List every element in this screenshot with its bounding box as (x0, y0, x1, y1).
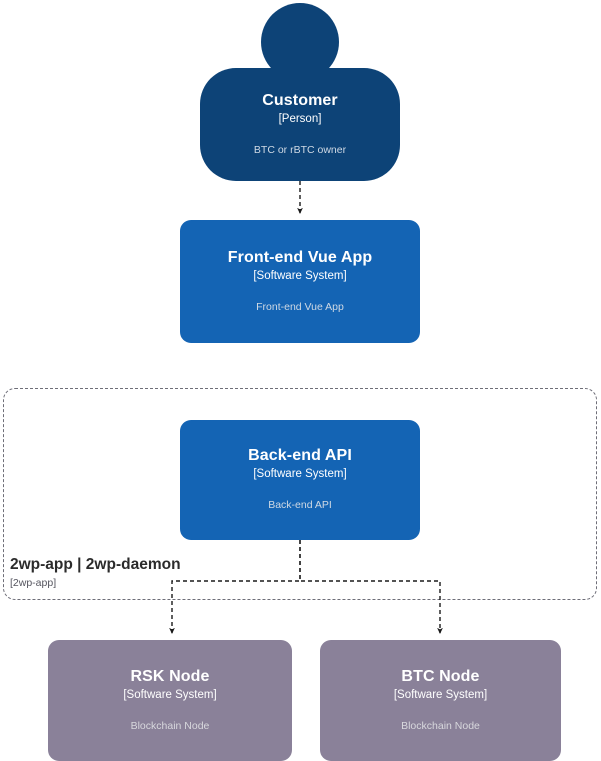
customer-title: Customer (262, 91, 338, 109)
node-frontend-vue-app[interactable]: Front-end Vue App [Software System] Fron… (180, 220, 420, 343)
rsk-node-title: RSK Node (130, 667, 210, 685)
rsk-node-description: Blockchain Node (130, 719, 210, 732)
node-backend-api[interactable]: Back-end API [Software System] Back-end … (180, 420, 420, 540)
backend-description: Back-end API (268, 499, 332, 512)
boundary-label: 2wp-app | 2wp-daemon [2wp-app] (10, 556, 181, 590)
rsk-node-stereotype: [Software System] (123, 688, 217, 701)
frontend-description: Front-end Vue App (256, 300, 344, 313)
node-btc-node[interactable]: BTC Node [Software System] Blockchain No… (320, 640, 561, 761)
frontend-title: Front-end Vue App (227, 248, 373, 266)
boundary-title: 2wp-app | 2wp-daemon (10, 556, 181, 573)
node-rsk-node[interactable]: RSK Node [Software System] Blockchain No… (48, 640, 292, 761)
frontend-stereotype: [Software System] (253, 269, 347, 282)
customer-stereotype: [Person] (278, 112, 322, 125)
btc-node-stereotype: [Software System] (393, 688, 488, 701)
backend-title: Back-end API (248, 447, 352, 465)
node-customer[interactable]: Customer [Person] BTC or rBTC owner (200, 68, 400, 181)
btc-node-title: BTC Node (401, 667, 480, 685)
customer-description: BTC or rBTC owner (253, 143, 347, 156)
boundary-stereotype: [2wp-app] (10, 576, 57, 589)
backend-stereotype: [Software System] (253, 468, 347, 481)
btc-node-description: Blockchain Node (401, 719, 480, 732)
